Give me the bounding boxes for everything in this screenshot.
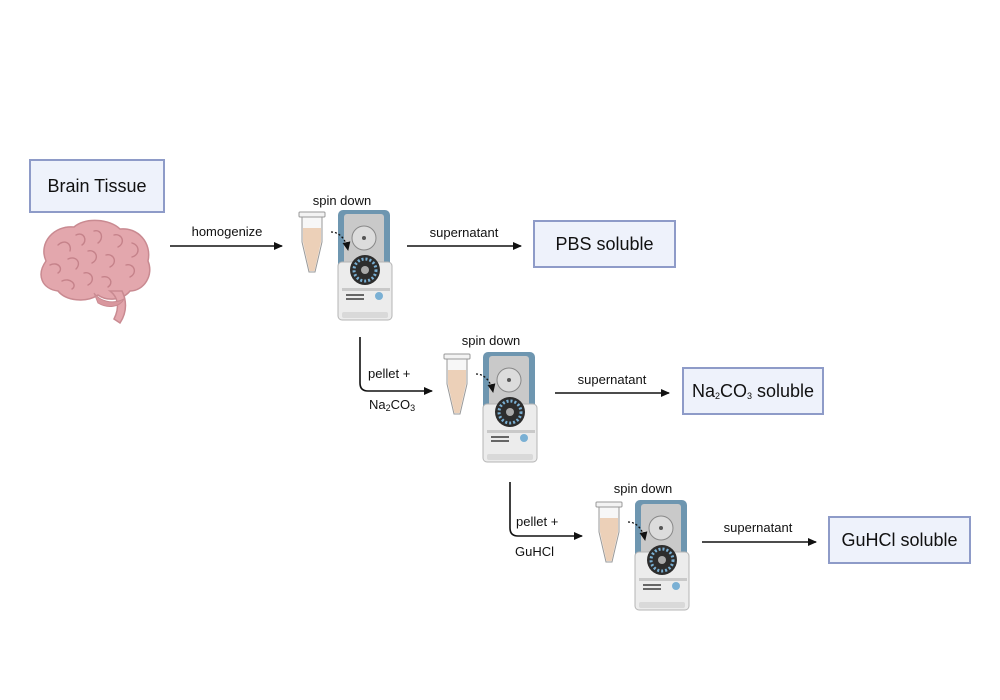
supernatant-label-3: supernatant (723, 520, 793, 535)
na-text: Na (369, 397, 386, 412)
co-subscript: 3 (410, 403, 416, 413)
pbs-soluble-label: PBS soluble (555, 233, 654, 254)
guhcl-soluble-box: GuHCl soluble (828, 516, 971, 564)
homogenize-label: homogenize (191, 224, 263, 239)
pellet-label-2: pellet + (516, 514, 559, 529)
pellet-arrow-2 (509, 482, 583, 540)
guhcl-soluble-label: GuHCl soluble (841, 529, 958, 550)
na-subscript: 2 (385, 403, 391, 413)
brain-tissue-box: Brain Tissue (29, 159, 165, 213)
brain-tissue-label: Brain Tissue (47, 175, 147, 196)
na2co3-soluble-label: Na2CO3 soluble (692, 381, 814, 402)
brain-icon (40, 219, 151, 325)
na2co3-soluble-box: Na2CO3 soluble (682, 367, 824, 415)
centrifuge-icon (475, 352, 538, 463)
tube-icon (298, 211, 326, 273)
tube-icon (443, 353, 471, 415)
spin-down-label-2: spin down (461, 333, 521, 348)
centrifuge-station-3 (595, 500, 690, 611)
centrifuge-station-1 (298, 210, 393, 321)
pbs-soluble-box: PBS soluble (533, 220, 676, 268)
supernatant-label-2: supernatant (577, 372, 647, 387)
co-text: CO (390, 397, 411, 412)
spin-down-label-1: spin down (312, 193, 372, 208)
centrifuge-station-2 (443, 352, 538, 463)
pellet-arrow-1 (359, 337, 433, 395)
tube-icon (595, 501, 623, 563)
pellet-label-1: pellet + (368, 366, 411, 381)
co-subscript-box: 3 (746, 390, 752, 401)
supernatant-label-1: supernatant (429, 225, 499, 240)
reagent-label-2: GuHCl (515, 544, 555, 559)
co-text-box: CO (719, 380, 747, 401)
na-text-box: Na (691, 380, 715, 401)
soluble-suffix: soluble (752, 380, 815, 401)
spin-down-label-3: spin down (613, 481, 673, 496)
reagent-label-1: Na2CO3 (369, 397, 415, 413)
centrifuge-icon (330, 210, 393, 321)
na-subscript-box: 2 (714, 390, 720, 401)
centrifuge-icon (627, 500, 690, 611)
